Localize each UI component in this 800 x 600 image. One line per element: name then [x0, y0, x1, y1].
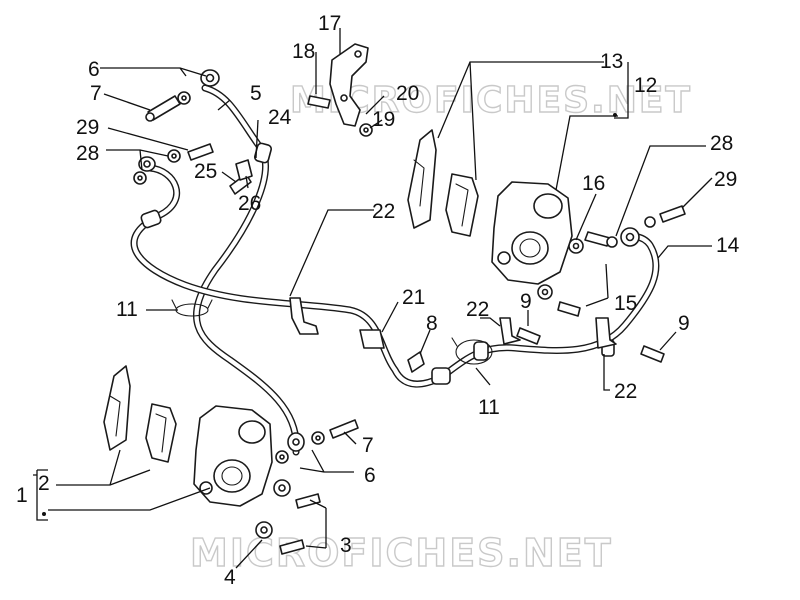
- callout-6-bottom: 6: [364, 464, 376, 487]
- callout-7-bottom: 7: [362, 434, 374, 457]
- leader-lines: [33, 28, 713, 569]
- callout-19: 19: [372, 108, 395, 131]
- callout-16: 16: [582, 172, 605, 195]
- hose-union-block: [235, 159, 253, 181]
- brake-pad-left-outer: [103, 365, 131, 451]
- hose-clip-left: [171, 299, 213, 317]
- callout-12: 12: [634, 74, 657, 97]
- callout-20: 20: [396, 82, 419, 105]
- callout-1: 1: [16, 484, 28, 507]
- callouts: 1 2 3 4 5 6 6 7 7 8 9 9 11 11 12 13 14 1…: [16, 12, 740, 589]
- callout-22-mid: 22: [466, 298, 489, 321]
- bolts: [145, 95, 686, 555]
- caliper-right: [491, 181, 573, 285]
- callout-14: 14: [716, 234, 740, 257]
- callout-7-top: 7: [90, 82, 102, 105]
- callout-28-right: 28: [710, 132, 733, 155]
- brake-pad-left-inner: [145, 403, 177, 463]
- callout-8: 8: [426, 312, 438, 335]
- brake-pad-right-inner: [445, 173, 479, 237]
- brake-pad-right-outer: [407, 129, 437, 229]
- callout-22-bottom: 22: [614, 380, 637, 403]
- callout-17: 17: [318, 12, 341, 35]
- hose-clip-right: [451, 337, 493, 365]
- brake-hose-left: [193, 84, 300, 456]
- callout-11-center: 11: [478, 396, 500, 419]
- hose-bracket-right-b: [595, 317, 617, 349]
- callout-25: 25: [194, 160, 217, 183]
- hose-bracket-center: [289, 297, 319, 335]
- callout-9-center: 9: [520, 290, 532, 313]
- washers: [133, 91, 656, 539]
- caliper-left: [193, 405, 273, 507]
- callout-9-right: 9: [678, 312, 690, 335]
- callout-21: 21: [402, 286, 425, 309]
- callout-2: 2: [38, 472, 50, 495]
- callout-15: 15: [614, 292, 637, 315]
- callout-5: 5: [250, 82, 262, 105]
- callout-3: 3: [340, 534, 352, 557]
- watermark-bottom: MICROFICHES.NET: [190, 531, 613, 575]
- hose-bracket-mid: [359, 329, 385, 349]
- callout-6-top: 6: [88, 58, 100, 81]
- leader-dot-1: [42, 512, 46, 516]
- callout-29-left: 29: [76, 116, 99, 139]
- callout-11-left: 11: [116, 298, 138, 321]
- callout-24: 24: [268, 106, 292, 129]
- callout-22-center: 22: [372, 200, 395, 223]
- callout-18: 18: [292, 40, 315, 63]
- callout-28-left: 28: [76, 142, 99, 165]
- mounting-bracket: [329, 43, 369, 127]
- leader-dot-12: [613, 113, 617, 117]
- callout-13: 13: [600, 50, 623, 73]
- brake-hose-rear: [130, 164, 444, 388]
- hose-bracket-right-a: [499, 317, 521, 345]
- callout-26: 26: [238, 192, 261, 215]
- callout-4: 4: [224, 566, 236, 589]
- callout-29-right: 29: [714, 168, 737, 191]
